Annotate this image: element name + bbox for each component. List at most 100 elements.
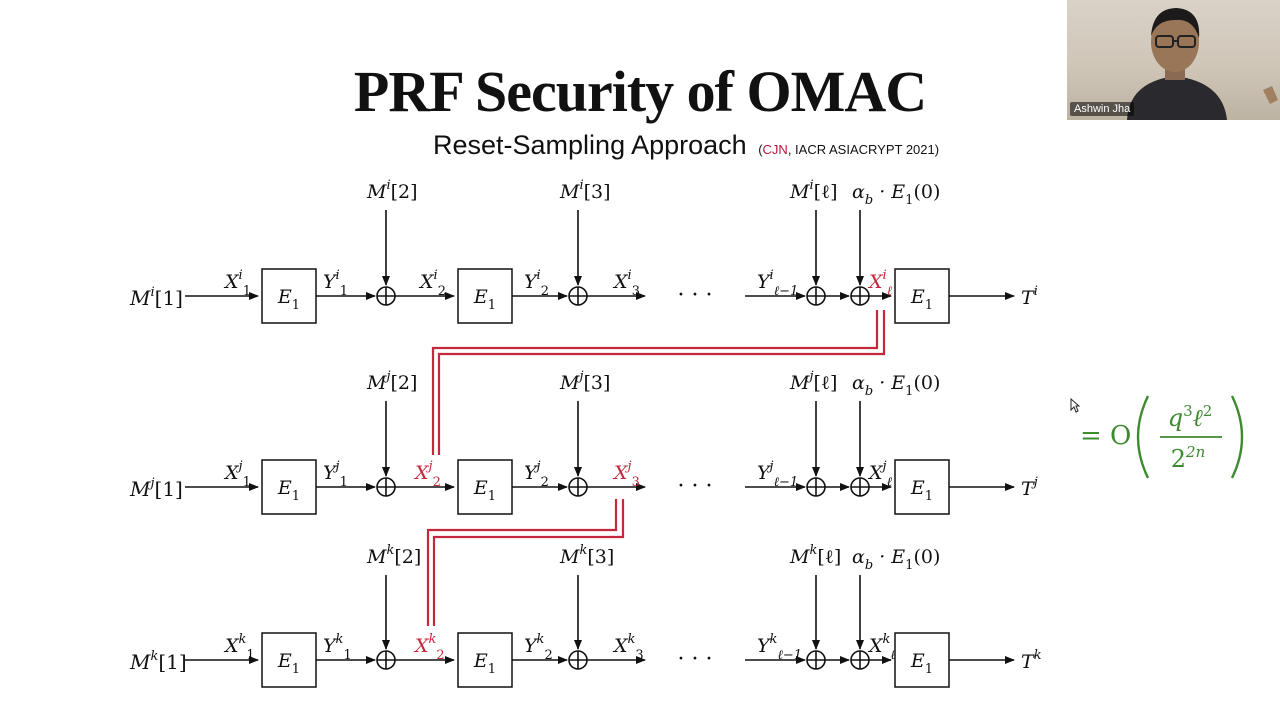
y-label-part: ℓ−1 (777, 648, 802, 663)
x-label-part: ℓ (887, 284, 893, 299)
msg-label-part: i (579, 178, 583, 193)
participant-name: Ashwin Jha (1070, 102, 1135, 116)
tag-label-part: i (1034, 284, 1038, 299)
ellipsis: · · · (678, 474, 713, 499)
alpha-label-part: b (865, 193, 873, 208)
x-label: Xj3 (612, 459, 640, 490)
y-label: Yjℓ−1 (757, 459, 798, 490)
y-label: Yk2 (524, 632, 553, 663)
block-label-part: 1 (292, 662, 300, 677)
msg-label-part: [3] (584, 181, 611, 203)
participant-video[interactable]: Ashwin Jha (1067, 0, 1280, 120)
x-label: Xkℓ (867, 632, 896, 663)
block-label-part: 1 (488, 489, 496, 504)
tag-label: Tk (1021, 648, 1042, 673)
y-label-part: Y (524, 271, 539, 293)
bound-paren-left (1136, 395, 1150, 479)
msg-label-part: M (559, 546, 580, 568)
x-label: Xiℓ (867, 268, 893, 299)
msg-label-part: k (386, 543, 394, 558)
x-label-part: X (612, 271, 629, 293)
block-label-part: 1 (292, 489, 300, 504)
x-label-part: j (625, 459, 632, 474)
block-label-part: 1 (488, 298, 496, 313)
y-label-part: Y (524, 635, 539, 657)
msg-label-part: j (576, 369, 583, 384)
ellipsis-part: · · · (678, 474, 713, 499)
block-label-part: 1 (925, 662, 933, 677)
bound-numerator-part: 3 (1183, 402, 1193, 420)
block-label-part: 1 (488, 662, 496, 677)
x-label-part: i (883, 268, 887, 283)
x-label-part: 3 (635, 648, 643, 663)
ellipsis: · · · (678, 283, 713, 308)
y-label-part: Y (757, 635, 772, 657)
y-label-part: i (770, 268, 774, 283)
block-label-part: E (473, 650, 488, 672)
block-label-part: E (910, 286, 925, 308)
msg-label: Mk[ℓ] (789, 543, 841, 568)
x-label: Xj2 (413, 459, 441, 490)
block-label-part: E (277, 477, 292, 499)
x-label-part: 2 (438, 284, 446, 299)
y-label-part: ℓ−1 (774, 284, 799, 299)
msg-label-part: M (789, 181, 810, 203)
tag-label-part: j (1031, 475, 1038, 490)
tag-label: Tj (1021, 475, 1038, 500)
block-label-part: 1 (292, 298, 300, 313)
x-label-part: ℓ (890, 648, 896, 663)
block-label-part: 1 (925, 489, 933, 504)
input-label-part: M (129, 286, 151, 310)
y-label-part: Y (323, 635, 338, 657)
x-label-part: k (429, 632, 437, 647)
reset-link (432, 499, 625, 626)
msg-label-part: [2] (394, 546, 421, 568)
block-label-part: E (910, 650, 925, 672)
input-label: Mk[1] (129, 649, 187, 674)
person-avatar-icon (1127, 8, 1278, 120)
y-label-part: 1 (340, 475, 348, 490)
y-label: Yi1 (323, 268, 348, 299)
reset-link (431, 310, 879, 455)
y-label-part: k (770, 632, 778, 647)
alpha-label: αb · E1(0) (852, 546, 940, 573)
bound-prefix-part: = O (1080, 421, 1131, 451)
input-label: Mi[1] (129, 285, 183, 310)
alpha-label-part: 1 (905, 193, 913, 208)
block-cipher-e1 (457, 632, 513, 688)
ellipsis-part: · · · (678, 647, 713, 672)
block-cipher-e1 (457, 268, 513, 324)
x-label-part: k (883, 632, 891, 647)
bound-numerator-part: 2 (1203, 402, 1213, 420)
alpha-label-part: (0) (913, 181, 940, 203)
x-label-part: j (426, 459, 433, 474)
x-label-part: X (612, 635, 629, 657)
msg-label-part: [3] (587, 546, 614, 568)
alpha-label-part: α (852, 372, 865, 394)
bound-paren-right (1230, 395, 1244, 479)
alpha-label: αb · E1(0) (852, 372, 940, 399)
alpha-label-part: α (852, 546, 865, 568)
x-label: Xj1 (223, 459, 251, 490)
x-label-part: X (867, 635, 884, 657)
x-label: Xk3 (612, 632, 644, 663)
x-label-part: 1 (243, 475, 251, 490)
subtitle-text: Reset-Sampling Approach (433, 130, 747, 160)
ellipsis: · · · (678, 647, 713, 672)
input-label-part: M (129, 477, 151, 501)
input-label: Mj[1] (129, 476, 183, 501)
alpha-label-part: α (852, 181, 865, 203)
citation-rest: , IACR ASIACRYPT 2021) (787, 142, 940, 157)
citation-authors: CJN (762, 142, 788, 157)
x-label-part: i (434, 268, 438, 283)
msg-label: Mk[3] (559, 543, 614, 568)
x-label-part: 1 (246, 648, 254, 663)
block-label: E1 (910, 477, 933, 504)
block-label: E1 (473, 286, 496, 313)
msg-label: Mi[ℓ] (789, 178, 838, 203)
x-label-part: k (239, 632, 247, 647)
msg-label-part: M (366, 546, 387, 568)
block-cipher-e1 (894, 632, 950, 688)
tag-label-part: T (1021, 651, 1035, 673)
